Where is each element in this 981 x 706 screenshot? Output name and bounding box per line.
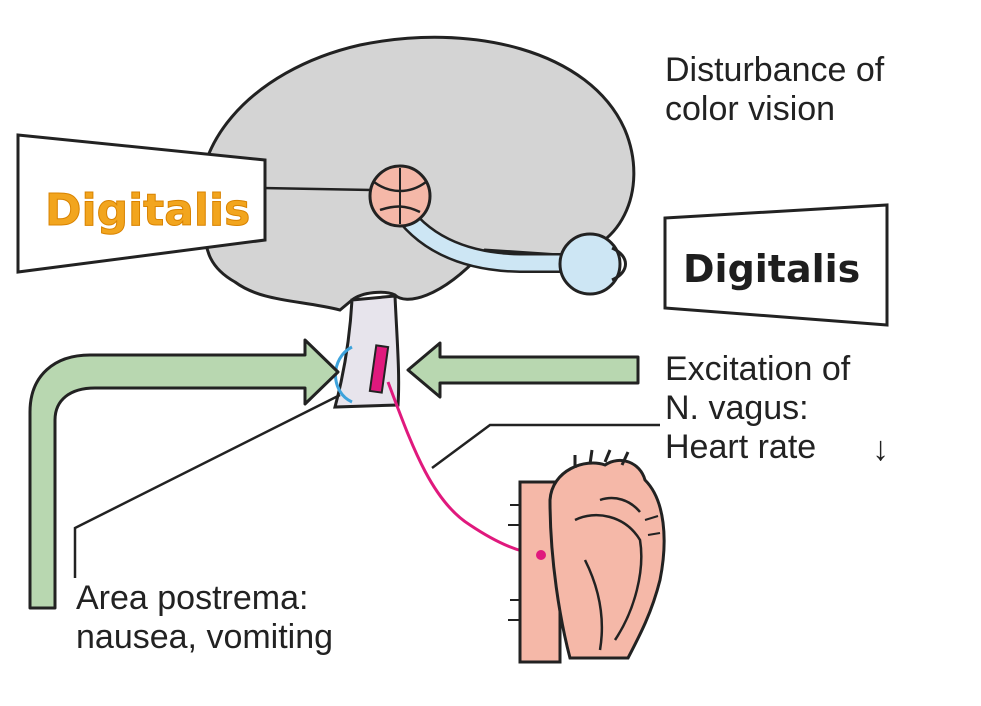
eye-icon [560, 234, 626, 294]
color-vision-label-line2: color vision [665, 90, 835, 128]
sinoatrial-node [536, 550, 546, 560]
vagus-label-line1: Excitation of [665, 350, 851, 388]
area-postrema-label-line2: nausea, vomiting [76, 618, 333, 656]
digitalis-sign-left-text: Digitalis [45, 185, 250, 236]
area-postrema-label-line1: Area postrema: [76, 579, 308, 617]
area-postrema-pointer [75, 395, 340, 578]
vagus-label-line2: N. vagus: [665, 389, 809, 427]
heart-icon [508, 450, 664, 662]
digitalis-sign-right-text: Digitalis [683, 247, 860, 291]
vagus-label-line3: Heart rate [665, 428, 816, 466]
arrow-to-vagal-nucleus [408, 343, 638, 397]
vagus-nerve [388, 382, 540, 555]
digitalis-sign-right: Digitalis [665, 205, 887, 325]
visual-nucleus [370, 166, 430, 226]
heart-rate-decrease-arrow: ↓ [872, 430, 889, 468]
color-vision-label-line1: Disturbance of [665, 51, 885, 89]
